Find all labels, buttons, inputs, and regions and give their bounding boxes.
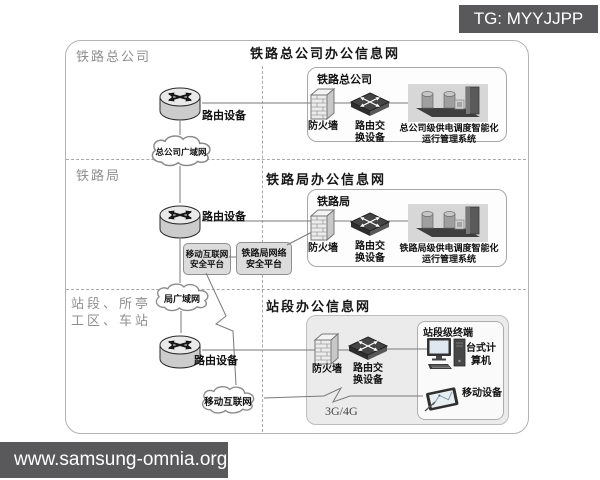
watermark-text: www.samsung-omnia.org — [14, 449, 228, 470]
bureau-system-label-line2: 运行管理系统 — [421, 253, 476, 264]
switch-label-station-line2: 换设备 — [353, 374, 383, 386]
mobile-platform-line1: 移动互联网 — [185, 248, 229, 259]
desktop-computer-image — [427, 338, 466, 369]
switch-label-station: 路由交 换设备 — [346, 363, 390, 386]
bureau-network-box-title: 铁路局 — [317, 196, 350, 208]
watermark-bar: www.samsung-omnia.org — [0, 442, 228, 478]
router-label-bureau: 路由设备 — [202, 211, 246, 223]
router-icon-bureau — [159, 205, 201, 239]
firewall-label-hq: 防火墙 — [308, 121, 338, 132]
section-title-hq: 铁路总公司办公信息网 — [249, 46, 400, 61]
hq-server-image — [408, 84, 488, 122]
bureau-network-security-platform: 铁路局网络 安全平台 — [236, 242, 292, 275]
switch-label-station-line1: 路由交 — [353, 363, 383, 374]
mobile-internet-cloud — [201, 386, 255, 414]
station-terminal-box-title: 站段级终端 — [423, 328, 473, 339]
desktop-label-line2: 算机 — [471, 355, 491, 367]
switch-label-bureau-line1: 路由交 — [355, 241, 385, 252]
mobile-device-image — [424, 387, 459, 412]
bureau-system-label-line1: 铁路局级供电调度智能化 — [399, 243, 499, 253]
bureau-station-divider — [66, 289, 526, 290]
link-3g4g-label: 3G/4G — [325, 404, 358, 418]
hq-bureau-divider — [66, 159, 526, 160]
desktop-computer-label: 台式计 算机 — [463, 343, 499, 368]
switch-label-hq-line2: 换设备 — [355, 132, 385, 144]
firewall-icon-station — [313, 332, 340, 366]
desktop-label-line1: 台式计 — [466, 343, 496, 354]
bureau-system-label: 铁路局级供电调度智能化 运行管理系统 — [396, 243, 502, 264]
zone-label-bureau: 铁路局 — [76, 168, 122, 183]
switch-label-bureau-line2: 换设备 — [355, 252, 385, 264]
section-title-station: 站段办公信息网 — [266, 299, 372, 314]
router-icon-station — [159, 335, 201, 369]
network-platform-line1: 铁路局网络 — [241, 248, 287, 258]
mobile-internet-cloud-label: 移动互联网 — [204, 398, 252, 408]
bureau-wan-cloud — [155, 283, 209, 312]
switch-icon-bureau — [349, 212, 391, 236]
router-label-hq: 路由设备 — [202, 110, 246, 122]
hq-system-label-line2: 运行管理系统 — [421, 133, 476, 144]
bureau-server-image — [408, 204, 488, 242]
hq-system-label-line1: 总公司级供电调度智能化 — [399, 123, 499, 133]
mobile-device-label: 移动设备 — [462, 388, 502, 399]
hq-network-box-title: 铁路总公司 — [317, 74, 372, 86]
network-platform-line2: 安全平台 — [245, 258, 282, 269]
zone-label-station-line1: 站段、所亭 — [71, 296, 152, 311]
zone-label-station-line2: 工区、车站 — [71, 313, 152, 328]
tg-badge: TG: MYYJJPP — [459, 5, 598, 33]
switch-icon-station — [347, 336, 389, 360]
mobile-internet-security-platform: 移动互联网 安全平台 — [183, 243, 231, 275]
section-title-bureau: 铁路局办公信息网 — [266, 172, 387, 187]
firewall-icon-bureau — [309, 208, 336, 242]
switch-icon-hq — [349, 92, 391, 116]
zone-label-station: 站段、所亭 工区、车站 — [71, 295, 151, 329]
mobile-platform-line2: 安全平台 — [189, 259, 224, 269]
router-icon-hq — [159, 87, 201, 121]
hq-system-label: 总公司级供电调度智能化 运行管理系统 — [396, 123, 502, 144]
hq-wan-cloud — [151, 135, 211, 167]
switch-label-hq: 路由交 换设备 — [348, 121, 392, 144]
switch-label-hq-line1: 路由交 — [355, 121, 385, 132]
zone-label-hq: 铁路总公司 — [76, 49, 152, 64]
bureau-wan-cloud-label: 局广域网 — [163, 294, 200, 304]
firewall-label-station: 防火墙 — [312, 364, 342, 375]
router-label-station: 路由设备 — [194, 355, 238, 367]
diagram-border — [65, 40, 529, 434]
tg-badge-text: TG: MYYJJPP — [473, 9, 584, 28]
switch-label-bureau: 路由交 换设备 — [348, 241, 392, 264]
firewall-label-bureau: 防火墙 — [308, 243, 338, 254]
firewall-icon-hq — [309, 87, 336, 121]
hq-wan-cloud-label: 总公司广域网 — [155, 147, 207, 157]
